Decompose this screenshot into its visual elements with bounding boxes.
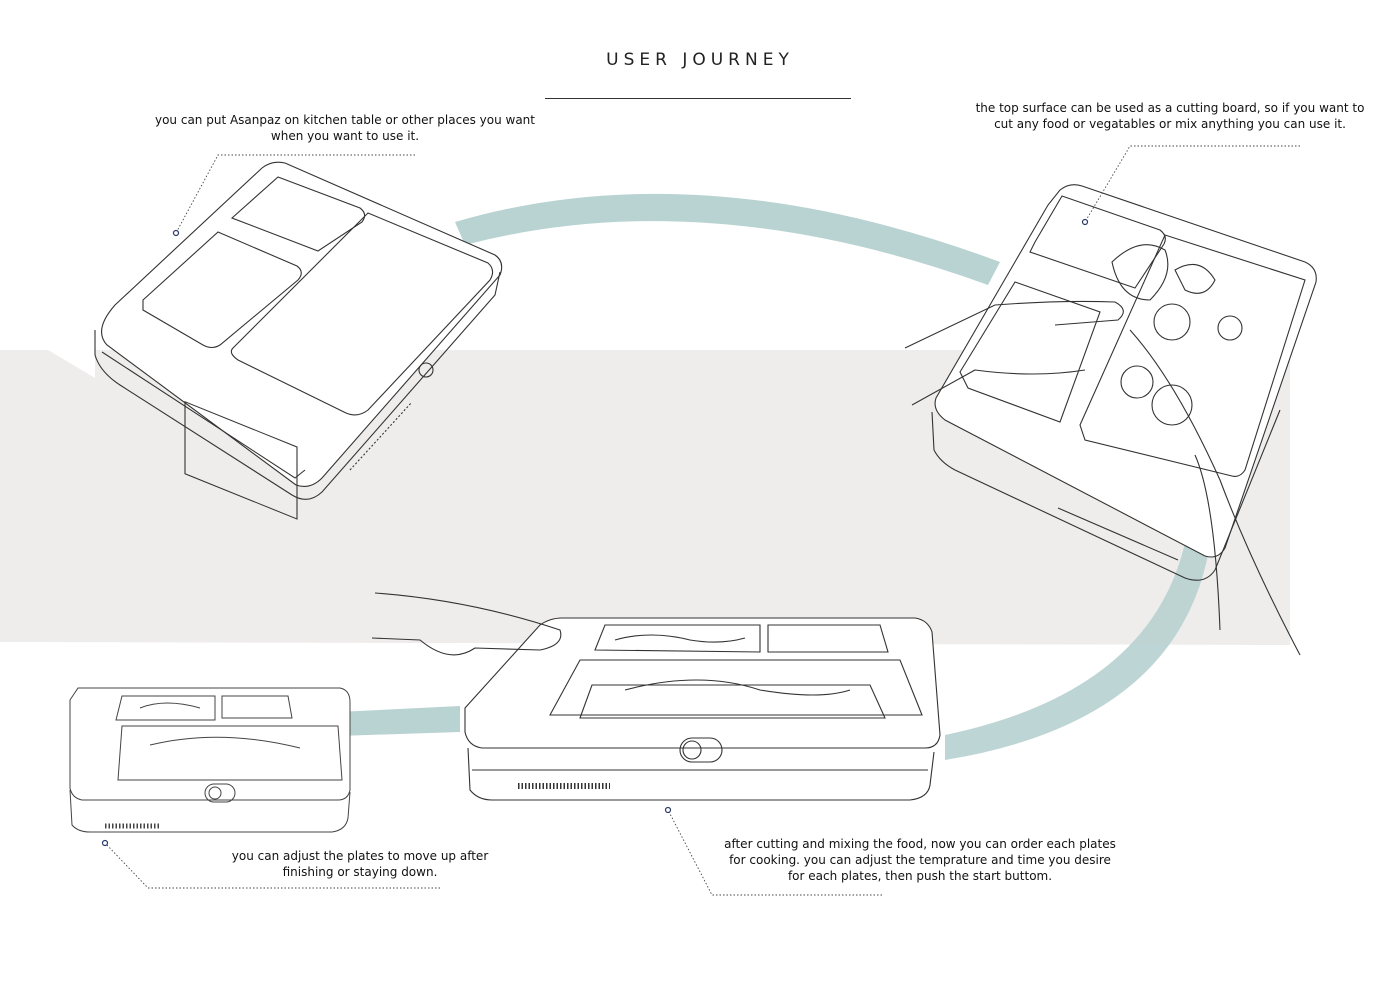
caption-line: for cooking. you can adjust the tempratu…	[729, 853, 1111, 867]
caption-step-2: the top surface can be used as a cutting…	[960, 100, 1380, 132]
device-closed	[94, 161, 503, 520]
leader-dots	[101, 218, 1089, 847]
page-title: USER JOURNEY	[606, 50, 794, 70]
caption-line: you can adjust the plates to move up aft…	[231, 849, 489, 863]
caption-line: the top surface can be used as a cutting…	[975, 101, 1365, 115]
caption-line: after cutting and mixing the food, now y…	[724, 837, 1116, 851]
journey-arrow-1	[455, 193, 1000, 285]
leader-lines	[104, 145, 1300, 896]
caption-step-3: you can adjust the plates to move up aft…	[180, 848, 540, 880]
caption-line: when you want to use it.	[270, 129, 420, 143]
journey-arrow-3	[338, 706, 460, 736]
journey-arrow-2	[945, 528, 1212, 760]
device-cooking	[371, 592, 941, 801]
caption-line: finishing or staying down.	[282, 865, 438, 879]
caption-line: you can put Asanpaz on kitchen table or …	[154, 113, 535, 127]
caption-line: for each plates, then push the start but…	[787, 869, 1053, 883]
caption-step-4: after cutting and mixing the food, now y…	[690, 836, 1150, 884]
device-cutting-board	[904, 184, 1317, 656]
device-plates	[69, 687, 351, 833]
caption-line: cut any food or vegatables or mix anythi…	[994, 117, 1346, 131]
caption-step-1: you can put Asanpaz on kitchen table or …	[120, 112, 570, 144]
title-underline	[545, 98, 851, 99]
